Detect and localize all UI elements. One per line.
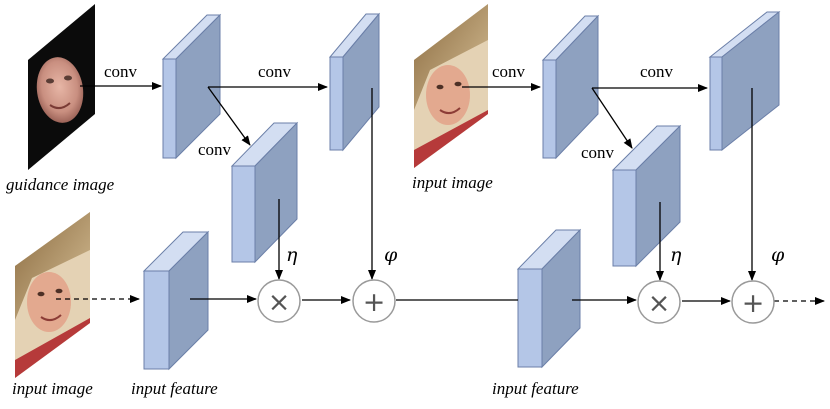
conv-label: conv <box>492 62 526 81</box>
input-image-top-photo <box>414 4 488 168</box>
phi-label: φ <box>771 244 785 266</box>
add-symbol: + <box>742 288 765 319</box>
multiply-symbol: × <box>648 288 671 319</box>
input-image-bottom-photo <box>15 212 90 378</box>
add-operator-2: + <box>731 280 775 324</box>
arrow-conv1-to-conv3 <box>207 86 251 146</box>
conv-label: conv <box>640 62 674 81</box>
add-operator-1: + <box>352 279 396 323</box>
eta-label: η <box>286 244 298 266</box>
arrow-conv4-to-conv6 <box>591 87 633 149</box>
conv-label: conv <box>581 143 615 162</box>
conv-block-3 <box>230 121 299 264</box>
conv-block-4 <box>541 14 600 160</box>
input-feature-label: input feature <box>131 379 218 398</box>
conv-label: conv <box>198 140 232 159</box>
eta-label: η <box>670 244 682 266</box>
conv-block-2 <box>328 12 381 152</box>
input-feature-label: input feature <box>492 379 579 398</box>
conv-block-6 <box>611 124 682 268</box>
multiply-operator-1: × <box>257 279 301 323</box>
input-feature-block-right <box>516 228 582 369</box>
input-image-label: input image <box>12 379 93 398</box>
add-symbol: + <box>363 287 386 318</box>
conv-label: conv <box>258 62 292 81</box>
conv-label: conv <box>104 62 138 81</box>
guidance-image-photo <box>28 4 95 170</box>
conv-block-5 <box>708 10 781 152</box>
multiply-symbol: × <box>268 287 291 318</box>
multiply-operator-2: × <box>637 280 681 324</box>
guidance-image-label: guidance image <box>6 175 115 194</box>
phi-label: φ <box>384 244 398 266</box>
input-image-label: input image <box>412 173 493 192</box>
conv-block-1 <box>161 13 222 160</box>
input-feature-block-left <box>142 230 210 371</box>
